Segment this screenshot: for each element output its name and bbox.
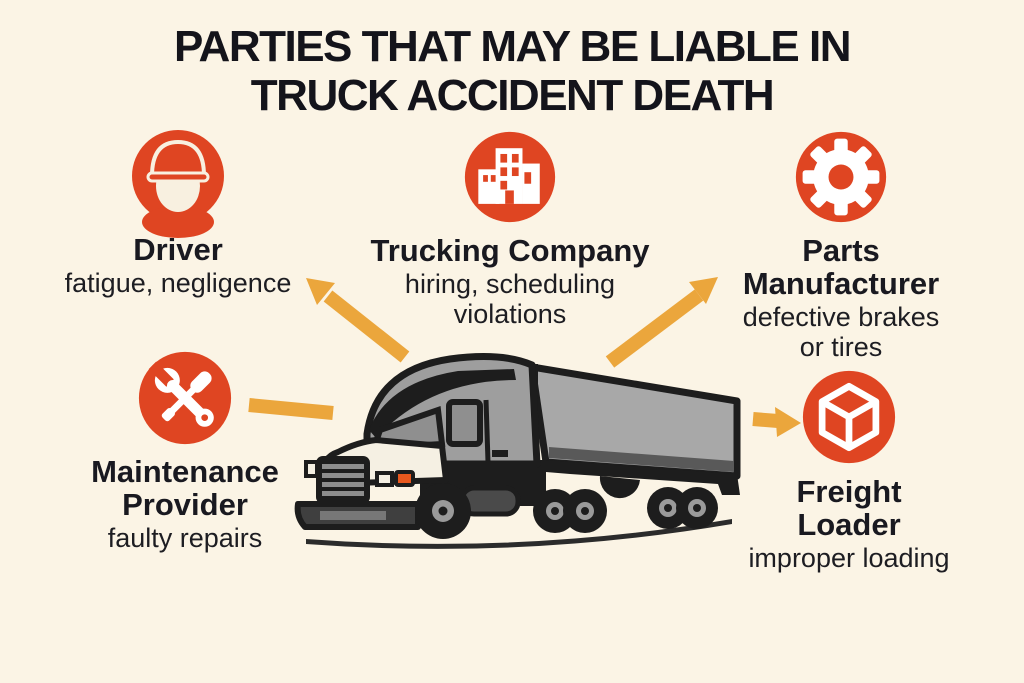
ground-shadow [306,519,732,549]
gear-icon [795,131,887,223]
hard-hat-worker-icon [132,130,224,238]
drive-wheels [533,489,607,533]
front-wheel [415,483,471,539]
party-parts-manufacturer: Parts Manufacturer defective brakes or t… [681,129,1001,362]
party-detail: improper loading [748,543,950,573]
party-name: Trucking Company [370,233,650,268]
door-window [446,399,483,447]
party-name: Parts Manufacturer [742,233,940,301]
page-title-line1: PARTIES THAT MAY BE LIABLE IN [173,22,852,71]
party-name: Driver [133,232,223,267]
party-detail: hiring, scheduling violations [404,269,616,329]
party-freight-loader: Freight Loader improper loading [689,369,1009,573]
party-trucking-company: Trucking Company hiring, scheduling viol… [350,129,670,329]
wrench [148,361,214,427]
party-detail: faulty repairs [107,523,263,553]
party-detail: defective brakes or tires [742,302,940,362]
buildings-icon [464,131,556,223]
page-title: PARTIES THAT MAY BE LIABLE IN TRUCK ACCI… [0,22,1024,120]
turn-signal [394,470,415,487]
page-title-line2: TRUCK ACCIDENT DEATH [250,71,775,120]
windshield [369,405,446,452]
cab-body [363,353,541,468]
fuel-tank [459,485,521,517]
cab-visor [369,369,516,438]
party-maintenance-provider: Maintenance Provider faulty repairs [25,350,345,553]
party-name: Freight Loader [796,474,902,542]
party-driver: Driver fatigue, negligence [18,126,338,298]
party-detail: fatigue, negligence [64,268,292,298]
crossed-tools-icon [138,351,232,445]
party-name: Maintenance Provider [91,454,279,522]
cargo-box-icon [802,370,896,464]
